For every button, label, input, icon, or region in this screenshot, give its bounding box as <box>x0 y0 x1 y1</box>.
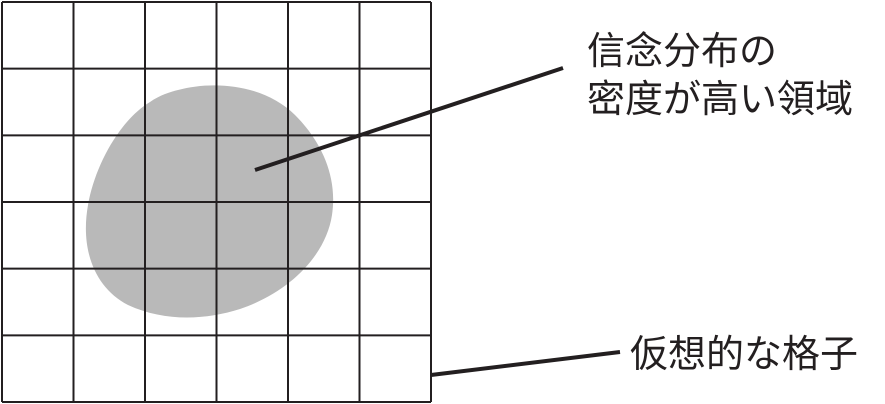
virtual-grid <box>1 1 432 403</box>
density-region-leader-line <box>254 66 564 172</box>
virtual-grid-leader-line <box>430 350 621 377</box>
density-region-label-line2: 密度が高い領域 <box>587 77 853 121</box>
virtual-grid-label: 仮想的な格子 <box>630 332 858 376</box>
density-region-label-line1: 信念分布の <box>587 29 777 73</box>
